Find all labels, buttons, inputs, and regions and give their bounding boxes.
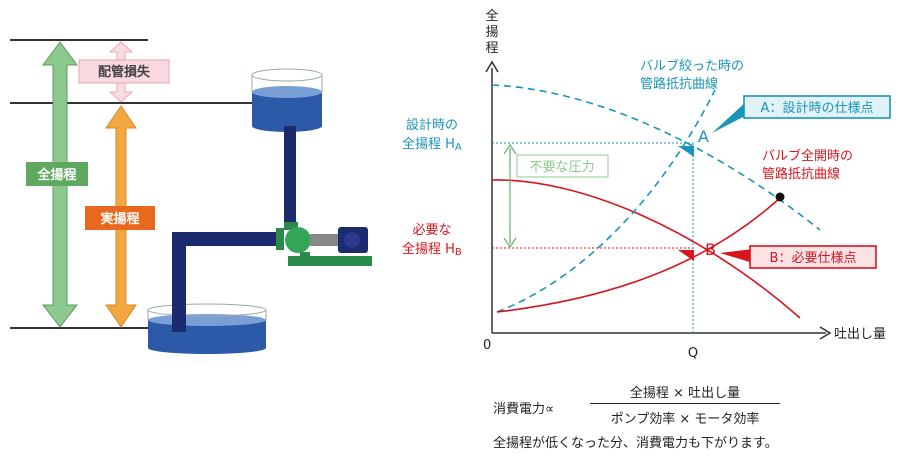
design-head-line1: 設計時の — [406, 117, 458, 133]
piping — [172, 126, 296, 332]
x-axis-label: 吐出し量 — [834, 327, 886, 342]
formula-denominator: ポンプ効率 × モータ効率 — [610, 412, 760, 427]
open-system-curve — [496, 197, 781, 313]
open-curve-end-dot — [775, 192, 785, 202]
x-axis-arrowhead — [819, 326, 832, 340]
unneeded-pressure-arrow-bottom — [503, 237, 517, 249]
upper-tank — [251, 68, 323, 132]
q-tick-label: Q — [688, 346, 698, 361]
throttled-curve-label-2: 管路抵抗曲線 — [640, 76, 718, 92]
callout-b-pointer — [720, 249, 753, 263]
origin-label: 0 — [483, 338, 491, 353]
formula-note: 全揚程が低くなった分、消費電力も下がります。 — [493, 436, 778, 451]
total-head-label-box — [26, 162, 88, 186]
pipe-loss-label: 配管損失 — [98, 64, 151, 80]
point-a-label: A — [698, 127, 709, 146]
throttled-curve-label-1: バルブ絞った時の — [640, 58, 744, 74]
pump-motor-unit — [276, 222, 372, 266]
formula-lhs: 消費電力∝ — [493, 402, 555, 417]
y-axis-arrowhead — [485, 60, 499, 73]
y-axis-label-3: 程 — [485, 41, 498, 56]
y-axis-label-1: 全 — [485, 8, 498, 24]
point-a-marker — [678, 146, 694, 157]
point-b-marker — [678, 250, 694, 261]
actual-head-label: 実揚程 — [100, 211, 139, 227]
callout-a-label: A：設計時の仕様点 — [761, 100, 874, 116]
pump-curve — [491, 179, 801, 319]
unneeded-pressure-label: 不要な圧力 — [529, 160, 594, 175]
throttled-system-curve — [496, 89, 716, 313]
open-curve-label-1: バルブ全開時の — [762, 148, 853, 164]
lower-tank — [147, 303, 267, 354]
formula-fraction-bar — [590, 403, 780, 404]
point-b-label: B — [705, 240, 716, 259]
open-curve-label-2: 管路抵抗曲線 — [762, 166, 840, 182]
required-head-line2: 全揚程 HB — [402, 241, 462, 258]
required-head-line1: 必要な — [412, 223, 451, 238]
pipe-loss-label-box — [78, 59, 170, 84]
pump-system-illustration: 全揚程 配管損失 実揚程 — [10, 39, 372, 354]
y-axis-label-2: 揚 — [485, 24, 498, 40]
callout-a-pointer — [712, 101, 747, 133]
actual-head-label-box — [85, 206, 155, 230]
callout-b-box — [749, 245, 877, 269]
design-head-line2: 全揚程 HA — [402, 136, 462, 153]
formula-numerator: 全揚程 × 吐出し量 — [629, 386, 741, 401]
callout-a-box — [743, 95, 891, 119]
unneeded-pressure-arrow-top — [503, 143, 517, 155]
callout-b-label: B：必要仕様点 — [770, 251, 857, 266]
head-flow-chart: 全 揚 程 吐出し量 0 Q A B 不要な圧力 設計時の 全揚程 HA 必要な — [402, 8, 891, 361]
unneeded-pressure-box — [516, 154, 609, 178]
total-head-label: 全揚程 — [36, 167, 76, 183]
